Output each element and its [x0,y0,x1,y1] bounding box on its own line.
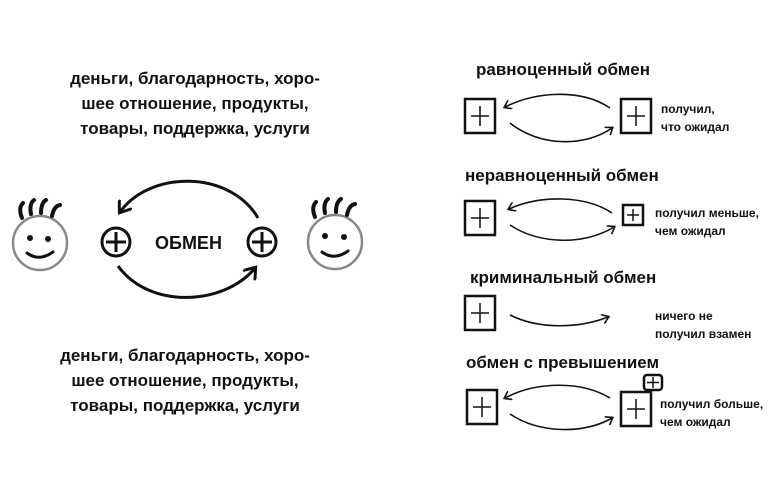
row1-title: равноценный обмен [476,60,651,79]
row1-diagram [463,93,653,143]
row3-note: ничего не получил взамен [655,309,752,341]
row4-note: получил больше, чем ожидал [660,397,764,429]
row3-title: криминальный обмен [470,268,657,287]
right-person-icon [306,197,364,271]
left-person-icon [11,198,69,272]
row1-note: получил, что ожидал [661,102,730,134]
exchange-arrow-top [120,179,260,219]
right-plus-circle-icon [246,226,278,258]
row4-title: обмен с превышением [466,353,660,372]
row4-diagram [465,373,664,431]
bottom-exchange-items-text: деньги, благодарность, хоро- шее отношен… [60,346,310,415]
row3-diagram [463,294,608,332]
exchange-arrow-bottom [116,265,255,299]
row2-diagram [463,198,645,242]
top-exchange-items-text: деньги, благодарность, хоро- шее отношен… [70,69,320,138]
row2-note: получил меньше, чем ожидал [655,206,759,238]
exchange-center-label: ОБМЕН [155,233,222,253]
left-plus-circle-icon [100,226,132,258]
row2-title: неравноценный обмен [465,166,659,185]
